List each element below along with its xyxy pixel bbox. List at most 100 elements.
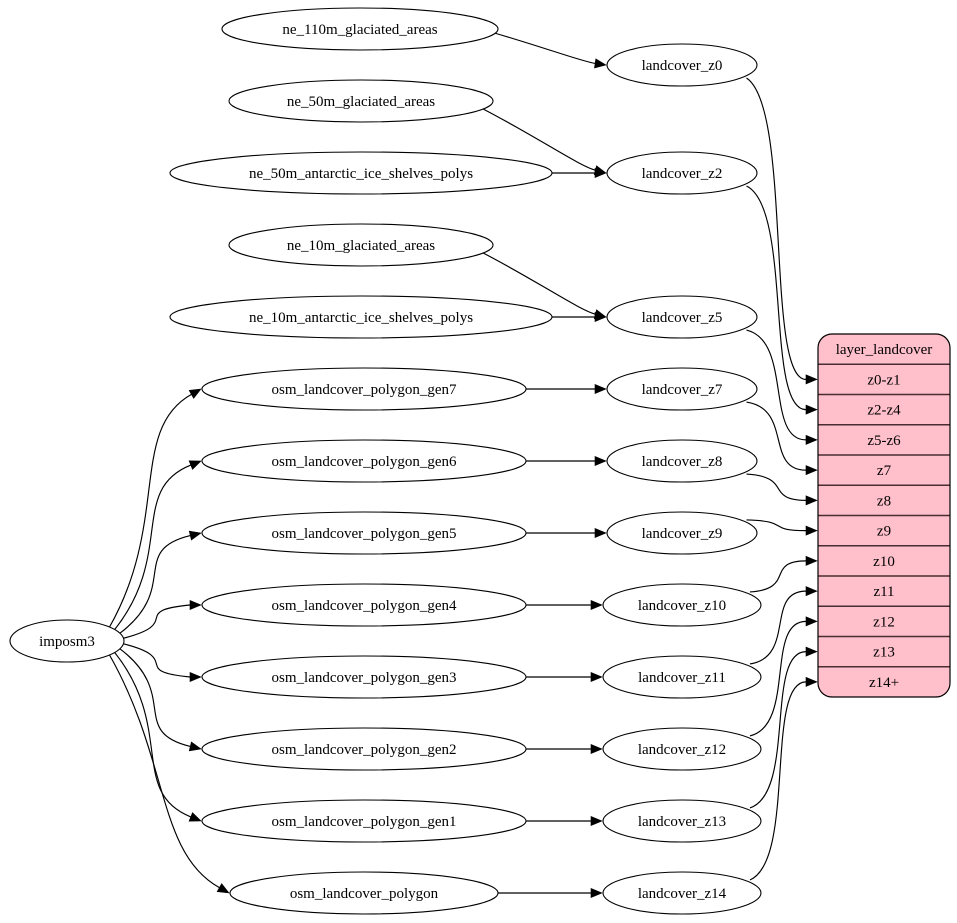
node-landcover_z13[interactable]: landcover_z13 [602, 799, 762, 843]
edge-arrowhead [590, 887, 603, 899]
node-osm_landcover_polygon_gen7[interactable]: osm_landcover_polygon_gen7 [201, 367, 527, 411]
edge-arrowhead [805, 404, 818, 415]
node-ne_10m_glaciated_areas[interactable]: ne_10m_glaciated_areas [228, 223, 494, 267]
edge-imposm3-to-osm_landcover_polygon_gen5 [119, 535, 191, 634]
node-label: landcover_z12 [638, 742, 726, 758]
edge-arrowhead [805, 434, 818, 445]
node-label: landcover_z13 [638, 814, 726, 830]
node-osm_landcover_polygon_gen4[interactable]: osm_landcover_polygon_gen4 [201, 583, 527, 627]
edge-arrowhead [590, 671, 603, 683]
table-row-label: z9 [877, 524, 891, 540]
table-header-label: layer_landcover [836, 342, 933, 358]
table-row-label: z7 [877, 463, 892, 479]
edge-arrowhead [216, 883, 230, 894]
edge-arrowhead [805, 555, 818, 566]
node-landcover_z0[interactable]: landcover_z0 [606, 43, 758, 87]
edge-landcover_z5-to-layer_landcover-z5-z6 [746, 329, 807, 441]
table-outline [817, 333, 951, 698]
table-row-label: z12 [873, 614, 895, 630]
node-label: osm_landcover_polygon_gen2 [272, 742, 457, 758]
edge-arrowhead [805, 586, 818, 597]
table-row-label: z2-z4 [867, 403, 901, 419]
edge-arrowhead [594, 383, 607, 395]
edge-landcover_z0-to-layer_landcover-z0-z1 [746, 77, 807, 380]
edge-imposm3-to-osm_landcover_polygon_gen2 [119, 648, 191, 747]
node-landcover_z2[interactable]: landcover_z2 [606, 151, 758, 195]
edge-landcover_z8-to-layer_landcover-z8 [746, 473, 807, 501]
node-label: landcover_z14 [638, 886, 727, 902]
edge-ne_110m_glaciated_areas-to-landcover_z0 [494, 32, 596, 64]
node-landcover_z14[interactable]: landcover_z14 [602, 871, 762, 915]
node-label: ne_110m_glaciated_areas [282, 22, 437, 38]
nodes-layer: imposm3 ne_110m_glaciated_areas ne_50m_gla… [9, 7, 762, 915]
node-landcover_z7[interactable]: landcover_z7 [606, 367, 758, 411]
edges-layer [109, 32, 818, 899]
edge-arrowhead [590, 815, 603, 827]
node-label: landcover_z5 [642, 310, 723, 326]
edge-arrowhead [594, 455, 607, 467]
edge-arrowhead [189, 671, 202, 683]
table-row-label: z10 [873, 554, 895, 570]
node-ne_50m_glaciated_areas[interactable]: ne_50m_glaciated_areas [228, 79, 494, 123]
edge-arrowhead [805, 616, 818, 627]
node-ne_50m_antarctic_ice_shelves_polys[interactable]: ne_50m_antarctic_ice_shelves_polys [169, 151, 553, 195]
edge-arrowhead [188, 388, 202, 399]
node-label: landcover_z0 [642, 58, 723, 74]
node-label: ne_10m_glaciated_areas [287, 238, 435, 254]
edge-arrowhead [590, 599, 603, 611]
node-osm_landcover_polygon_gen3[interactable]: osm_landcover_polygon_gen3 [201, 655, 527, 699]
edge-arrowhead [189, 599, 202, 611]
edge-arrowhead [594, 311, 607, 323]
node-label: ne_50m_antarctic_ice_shelves_polys [249, 166, 473, 182]
node-landcover_z12[interactable]: landcover_z12 [602, 727, 762, 771]
node-label: osm_landcover_polygon_gen6 [272, 454, 457, 470]
table-row-label: z8 [877, 493, 891, 509]
edge-landcover_z9-to-layer_landcover-z9 [746, 519, 807, 532]
node-label: osm_landcover_polygon_gen3 [272, 670, 457, 686]
edge-imposm3-to-osm_landcover_polygon_gen1 [114, 652, 192, 818]
node-label: landcover_z9 [642, 526, 723, 542]
node-label: osm_landcover_polygon [290, 886, 439, 902]
edge-imposm3-to-osm_landcover_polygon_gen3 [123, 643, 191, 678]
node-osm_landcover_polygon_gen6[interactable]: osm_landcover_polygon_gen6 [201, 439, 527, 483]
node-landcover_z9[interactable]: landcover_z9 [606, 511, 758, 555]
edge-landcover_z7-to-layer_landcover-z7 [746, 401, 807, 471]
node-label: landcover_z7 [642, 382, 723, 398]
table-row-label: z14+ [869, 675, 899, 691]
node-ne_110m_glaciated_areas[interactable]: ne_110m_glaciated_areas [221, 7, 499, 51]
edge-arrowhead [805, 465, 818, 476]
edge-arrowhead [594, 167, 607, 179]
edge-arrowhead [594, 58, 607, 69]
edge-arrowhead [188, 741, 202, 752]
node-imposm3[interactable]: imposm3 [9, 619, 125, 663]
node-landcover_z8[interactable]: landcover_z8 [606, 439, 758, 483]
edge-arrowhead [590, 743, 603, 755]
node-ne_10m_antarctic_ice_shelves_polys[interactable]: ne_10m_antarctic_ice_shelves_polys [169, 295, 553, 339]
edge-ne_50m_glaciated_areas-to-landcover_z2 [482, 108, 596, 171]
node-osm_landcover_polygon_gen2[interactable]: osm_landcover_polygon_gen2 [201, 727, 527, 771]
edge-landcover_z13-to-layer_landcover-z13 [749, 651, 807, 809]
node-landcover_z11[interactable]: landcover_z11 [602, 655, 762, 699]
edge-arrowhead [805, 525, 818, 536]
layer-landcover-table[interactable]: layer_landcoverz0-z1z2-z4z5-z6z7z8z9z10z… [817, 333, 951, 698]
edge-arrowhead [188, 460, 202, 470]
edge-landcover_z14-to-layer_landcover-z14+ [749, 681, 807, 881]
node-osm_landcover_polygon_gen1[interactable]: osm_landcover_polygon_gen1 [201, 799, 527, 843]
node-landcover_z10[interactable]: landcover_z10 [602, 583, 762, 627]
edge-imposm3-to-osm_landcover_polygon [109, 654, 220, 889]
edge-imposm3-to-osm_landcover_polygon_gen6 [114, 464, 192, 630]
edge-imposm3-to-osm_landcover_polygon_gen4 [123, 604, 191, 639]
edge-landcover_z12-to-layer_landcover-z12 [749, 620, 807, 737]
edge-landcover_z10-to-layer_landcover-z10 [749, 560, 807, 593]
edge-arrowhead [594, 527, 607, 539]
node-label: ne_10m_antarctic_ice_shelves_polys [249, 310, 473, 326]
node-label: ne_50m_glaciated_areas [287, 94, 435, 110]
node-landcover_z5[interactable]: landcover_z5 [606, 295, 758, 339]
node-osm_landcover_polygon_gen5[interactable]: osm_landcover_polygon_gen5 [201, 511, 527, 555]
node-label: landcover_z8 [642, 454, 723, 470]
edge-arrowhead [805, 495, 818, 506]
edge-arrowhead [188, 530, 202, 541]
node-osm_landcover_polygon[interactable]: osm_landcover_polygon [229, 871, 499, 915]
